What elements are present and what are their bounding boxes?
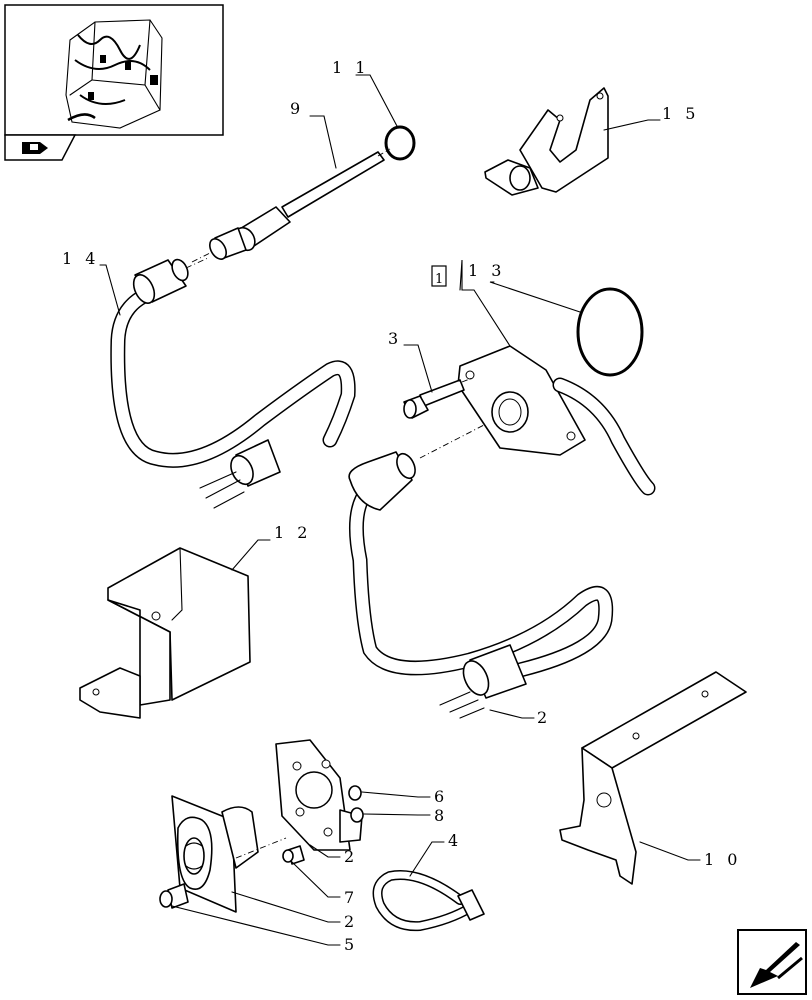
part-13-o-ring (576, 287, 644, 377)
label-11: 1 1 (332, 58, 369, 77)
label-8: 8 (434, 806, 448, 825)
label-13-box-number: 1 (435, 272, 443, 287)
label-5: 5 (344, 935, 358, 954)
navigation-arrow-button[interactable] (737, 929, 807, 995)
label-2-plate: 2 (344, 847, 358, 866)
label-3: 3 (388, 329, 402, 348)
cable-harness-elbow (348, 451, 614, 719)
leader-lines (99, 74, 701, 946)
label-10: 1 0 (704, 850, 741, 869)
part-13-box (431, 265, 447, 287)
part-10-l-bracket (559, 671, 747, 885)
part-14-cable-harness (110, 257, 356, 509)
book-arrow-icon (22, 142, 48, 154)
label-7: 7 (344, 888, 358, 907)
thumbnail-panel[interactable] (4, 4, 224, 161)
part-8-washer (350, 807, 364, 823)
label-14: 1 4 (62, 249, 99, 268)
label-12: 1 2 (274, 523, 311, 542)
part-12-cover-bracket (79, 547, 251, 719)
label-2-socket: 2 (344, 912, 358, 931)
part-4-cable-tie (372, 870, 485, 932)
part-15-bracket (484, 87, 609, 196)
label-13: 1 3 (468, 261, 505, 280)
connector-plate (275, 739, 364, 851)
back-arrow-icon (750, 942, 800, 988)
tractor-cab-icon (65, 19, 163, 129)
trailer-socket (171, 795, 287, 913)
part-6-nut (348, 785, 362, 801)
label-9: 9 (290, 99, 304, 118)
part-13-socket-flange (419, 287, 656, 496)
label-2-cable: 2 (537, 708, 551, 727)
label-4: 4 (448, 831, 462, 850)
part-3-bolt (403, 377, 473, 419)
part-11-o-ring (377, 125, 416, 161)
callout-labels: 9 1 1 1 5 1 4 1 1 3 3 1 2 2 6 8 4 2 7 2 … (62, 58, 741, 954)
part-7-screw (282, 845, 305, 865)
part-5-screw (159, 883, 189, 909)
part-9-sensor-rod (191, 151, 385, 263)
label-15: 1 5 (662, 104, 699, 123)
label-6: 6 (434, 787, 448, 806)
